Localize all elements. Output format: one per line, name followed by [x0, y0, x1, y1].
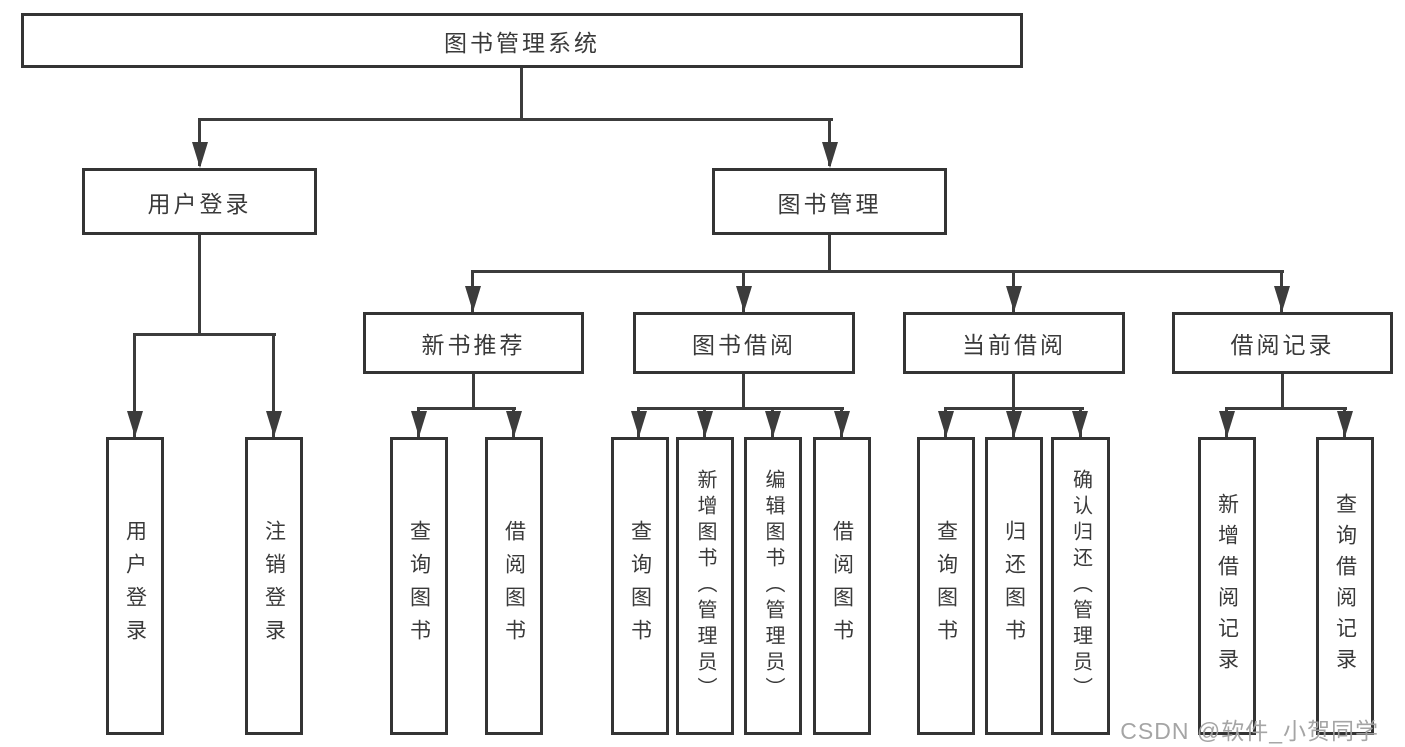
connector-hline [1225, 407, 1347, 410]
node-label: 当前借阅 [962, 332, 1066, 358]
csdn-watermark: CSDN @软件_小贺同学 [1120, 718, 1379, 744]
arrow-down-icon [765, 411, 781, 437]
arrow-down-icon [822, 142, 838, 168]
node-label: 借阅图书 [502, 520, 526, 652]
connector-vline [472, 374, 475, 407]
arrow-down-icon [1337, 411, 1353, 437]
node-label: 图书管理系统 [444, 29, 600, 56]
arrow-down-icon [411, 411, 427, 437]
connector-vline [742, 374, 745, 407]
arrow-down-icon [631, 411, 647, 437]
node-new-book-recommendation: 新书推荐 [363, 312, 584, 374]
arrow-down-icon [1072, 411, 1088, 437]
node-book-borrowing: 图书借阅 [633, 312, 855, 374]
connector-vline [198, 235, 201, 333]
node-label: 用户登录 [123, 520, 147, 652]
node-book-management-module: 图书管理 [712, 168, 947, 235]
node-label: 编辑图书（管理员） [762, 469, 784, 703]
node-label: 借阅记录 [1230, 332, 1335, 358]
arrow-down-icon [1219, 411, 1235, 437]
node-root-system: 图书管理系统 [21, 13, 1023, 68]
connector-vline [828, 235, 831, 270]
leaf-confirm-return-admin: 确认归还（管理员） [1051, 437, 1110, 735]
node-label: 借阅图书 [830, 520, 854, 652]
leaf-add-books-admin: 新增图书（管理员） [676, 437, 734, 735]
connector-hline [133, 333, 276, 336]
connector-vline [133, 333, 136, 437]
leaf-logout: 注销登录 [245, 437, 303, 735]
arrow-down-icon [266, 411, 282, 437]
leaf-borrow-books: 借阅图书 [813, 437, 871, 735]
node-borrowing-records: 借阅记录 [1172, 312, 1393, 374]
node-label: 新增借阅记录 [1215, 493, 1239, 679]
node-label: 查询图书 [628, 520, 652, 652]
arrow-down-icon [192, 142, 208, 168]
arrow-down-icon [736, 286, 752, 312]
leaf-return-books: 归还图书 [985, 437, 1043, 735]
node-label: 归还图书 [1002, 520, 1026, 652]
node-label: 新增图书（管理员） [694, 469, 716, 703]
connector-vline [1012, 374, 1015, 407]
arrow-down-icon [938, 411, 954, 437]
arrow-down-icon [506, 411, 522, 437]
arrow-down-icon [465, 286, 481, 312]
leaf-query-books-current: 查询图书 [917, 437, 975, 735]
arrow-down-icon [127, 411, 143, 437]
arrow-down-icon [697, 411, 713, 437]
connector-vline [1281, 374, 1284, 407]
connector-hline [198, 118, 833, 121]
arrow-down-icon [1006, 411, 1022, 437]
node-current-borrowing: 当前借阅 [903, 312, 1125, 374]
node-user-login-module: 用户登录 [82, 168, 317, 235]
connector-hline [417, 407, 516, 410]
arrow-down-icon [834, 411, 850, 437]
connector-vline [272, 333, 275, 437]
leaf-edit-books-admin: 编辑图书（管理员） [744, 437, 802, 735]
node-label: 图书管理 [777, 190, 882, 217]
leaf-query-books-recommend: 查询图书 [390, 437, 448, 735]
node-label: 图书借阅 [692, 332, 796, 358]
arrow-down-icon [1006, 286, 1022, 312]
connector-hline [637, 407, 844, 410]
node-label: 查询图书 [934, 520, 958, 652]
leaf-query-books-borrow: 查询图书 [611, 437, 669, 735]
connector-hline [471, 270, 1284, 273]
leaf-user-login: 用户登录 [106, 437, 164, 735]
connector-vline [520, 68, 523, 118]
leaf-add-borrow-record: 新增借阅记录 [1198, 437, 1256, 735]
node-label: 新书推荐 [421, 332, 526, 358]
leaf-borrow-books-recommend: 借阅图书 [485, 437, 543, 735]
arrow-down-icon [1274, 286, 1290, 312]
node-label: 查询图书 [407, 520, 431, 652]
node-label: 确认归还（管理员） [1069, 469, 1092, 703]
node-label: 用户登录 [147, 190, 252, 217]
leaf-query-borrow-record: 查询借阅记录 [1316, 437, 1374, 735]
node-label: 注销登录 [262, 520, 286, 652]
node-label: 查询借阅记录 [1333, 493, 1357, 679]
